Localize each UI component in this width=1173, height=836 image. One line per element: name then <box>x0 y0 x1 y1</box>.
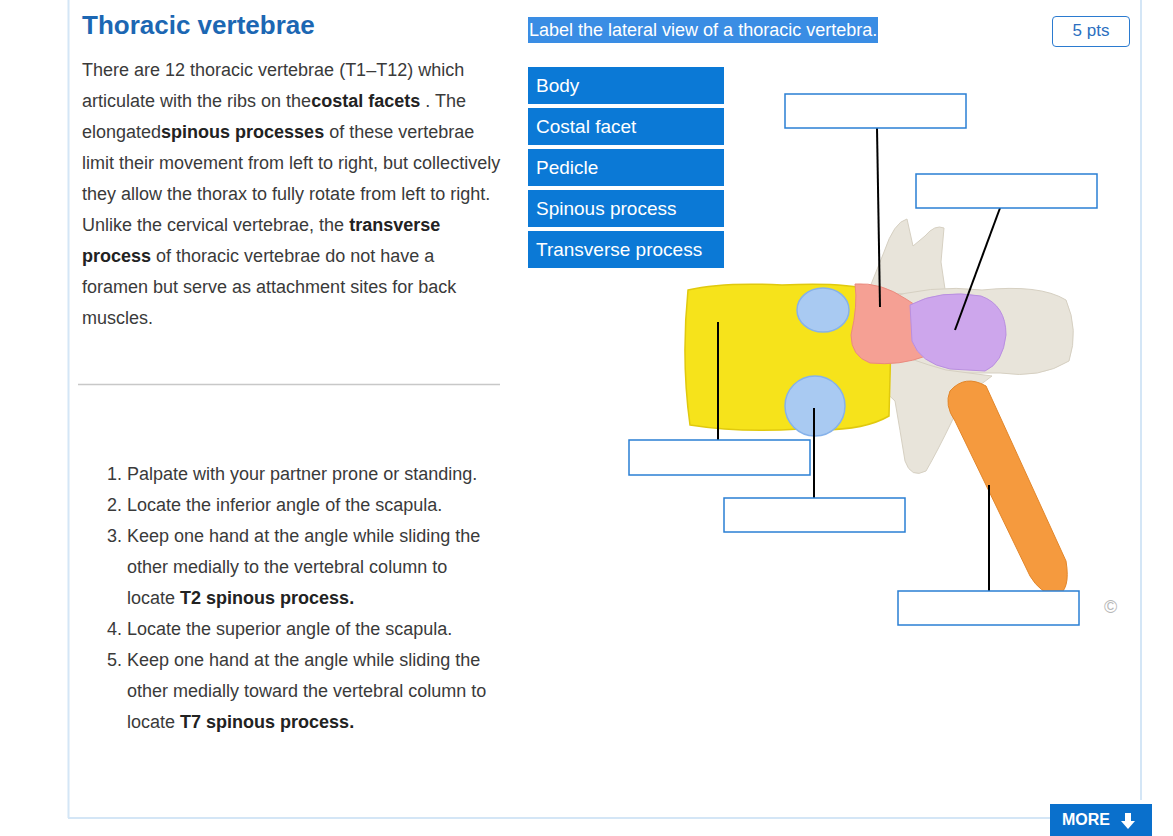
word-bank-tile: Transverse process <box>528 231 724 268</box>
body-text: Locate the superior angle of the scapula… <box>127 619 452 639</box>
list-item: 1.Palpate with your partner prone or sta… <box>107 459 492 490</box>
list-number: 1. <box>107 459 127 490</box>
leader-line <box>717 322 719 440</box>
question-text: Label the lateral view of a thoracic ver… <box>528 17 878 43</box>
copyright-mark: © <box>1104 596 1117 618</box>
question-line: Label the lateral view of a thoracic ver… <box>528 17 878 43</box>
divider-rule <box>78 384 500 386</box>
answer-box <box>785 94 966 128</box>
answer-box <box>724 498 905 532</box>
points-badge: 5 pts <box>1052 16 1130 47</box>
list-item: 2.Locate the inferior angle of the scapu… <box>107 490 492 521</box>
down-arrow-icon <box>1120 812 1136 830</box>
bold-term: spinous processes <box>161 122 324 142</box>
list-number: 3. <box>107 521 127 552</box>
panel-border <box>1140 0 1142 800</box>
spinous-process <box>948 381 1067 596</box>
node-label: Pedicle <box>536 157 598 178</box>
list-item: 3.Keep one hand at the angle while slidi… <box>107 521 492 614</box>
costal-facet <box>797 288 849 332</box>
bold-term: T7 spinous process. <box>180 712 354 732</box>
node-label: Body <box>536 75 579 96</box>
list-number: 5. <box>107 645 127 676</box>
leader-line <box>988 485 990 591</box>
word-bank-tile: Costal facet <box>528 108 724 145</box>
word-bank-tile: Pedicle <box>528 149 724 186</box>
leader-line <box>813 408 815 498</box>
node-label: Costal facet <box>536 116 636 137</box>
bold-term: T2 spinous process. <box>180 588 354 608</box>
list-item: 5.Keep one hand at the angle while slidi… <box>107 645 492 738</box>
section-heading: Thoracic vertebrae <box>82 9 315 41</box>
more-button: MORE <box>1050 804 1152 836</box>
list-item: 4.Locate the superior angle of the scapu… <box>107 614 492 645</box>
answer-box <box>916 174 1097 208</box>
list-number: 4. <box>107 614 127 645</box>
down-arrow-icon <box>1121 813 1135 829</box>
node-label: Spinous process <box>536 198 676 219</box>
body-text: Locate the inferior angle of the scapula… <box>127 495 442 515</box>
word-bank-tile: Spinous process <box>528 190 724 227</box>
node-label: 5 pts <box>1073 21 1110 40</box>
leader-line <box>877 128 880 307</box>
intro-paragraph: There are 12 thoracic vertebrae (T1–T12)… <box>82 55 502 334</box>
transverse-process <box>910 294 1006 371</box>
node-label: MORE <box>1062 811 1110 828</box>
panel-border <box>68 817 1142 819</box>
panel-border <box>68 0 70 818</box>
answer-box <box>898 591 1079 625</box>
leader-line <box>955 208 1000 330</box>
body-text: Palpate with your partner prone or stand… <box>127 464 477 484</box>
step-list: 1.Palpate with your partner prone or sta… <box>107 459 492 738</box>
answer-box <box>629 440 810 475</box>
list-number: 2. <box>107 490 127 521</box>
word-bank-tile: Body <box>528 67 724 104</box>
bold-term: costal facets <box>311 91 420 111</box>
node-label: Transverse process <box>536 239 702 260</box>
